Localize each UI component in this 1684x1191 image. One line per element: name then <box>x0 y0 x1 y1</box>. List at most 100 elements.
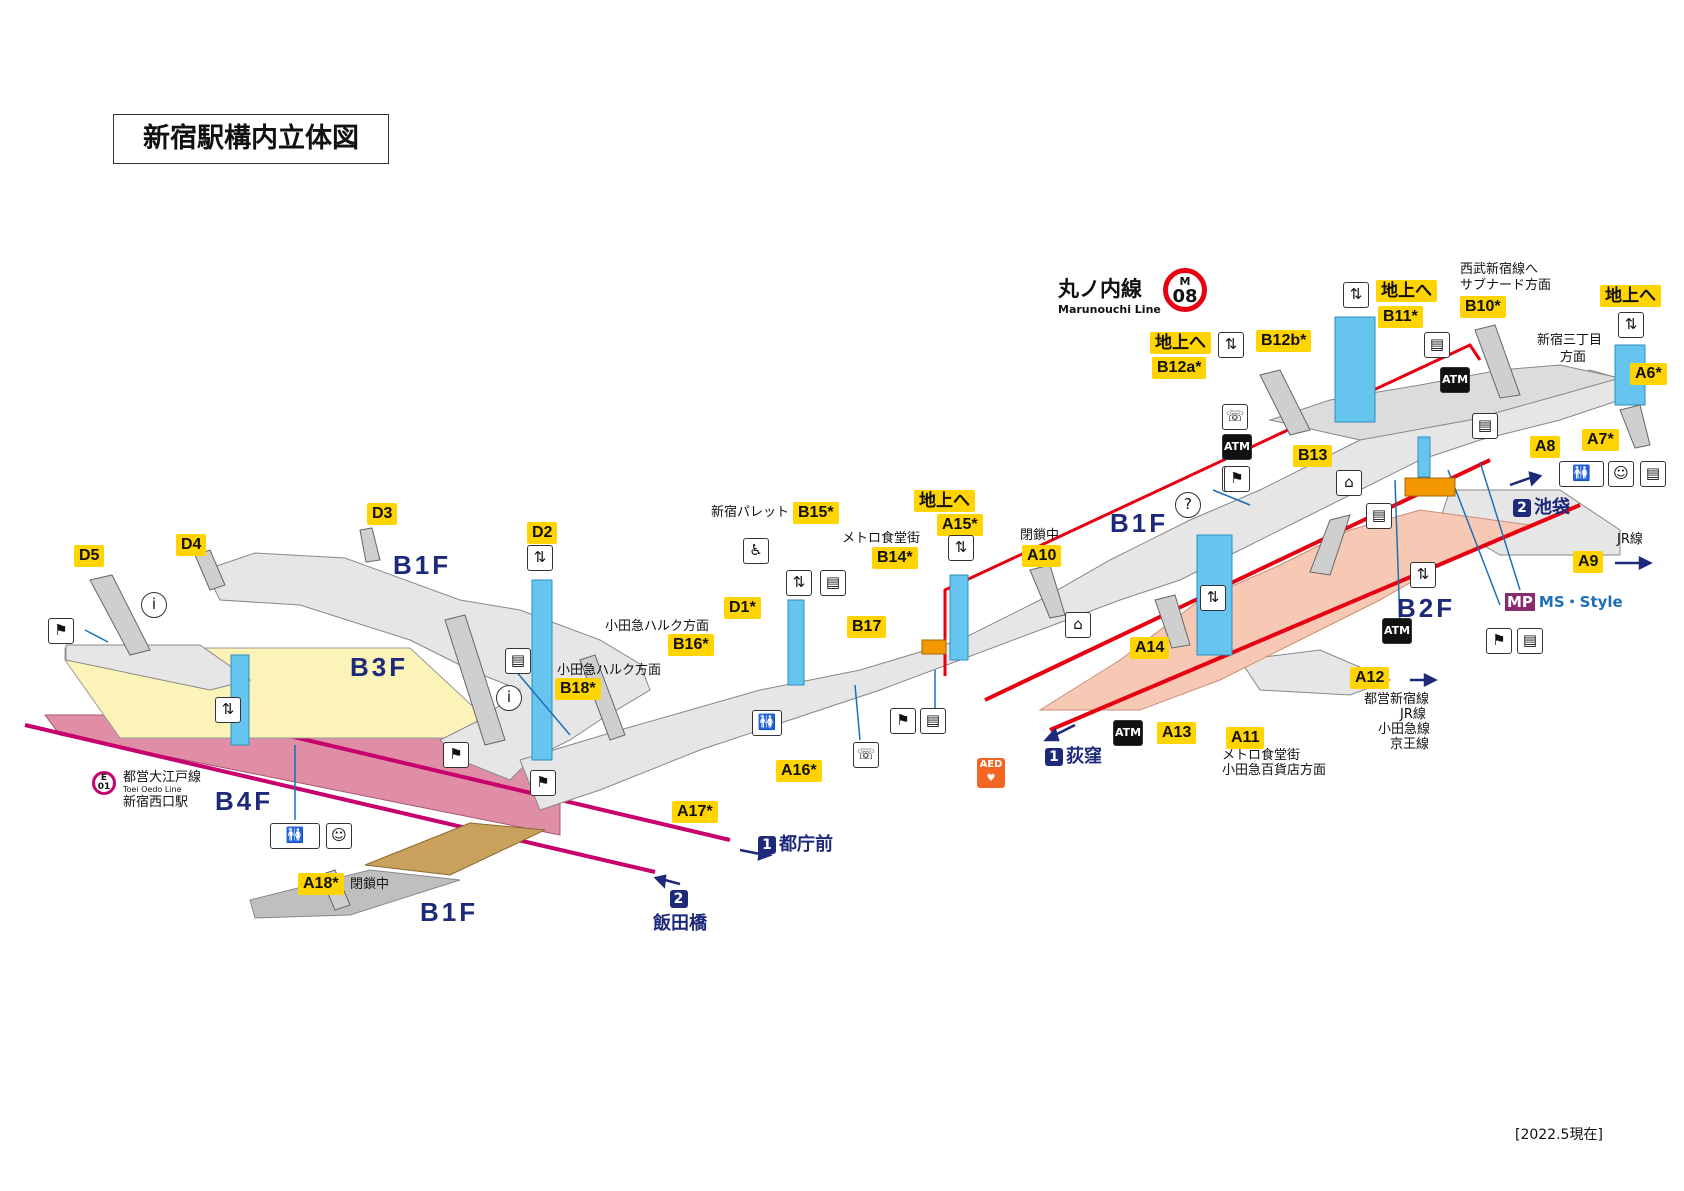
date-stamp: [2022.5現在] <box>1515 1127 1603 1143</box>
elevator-shafts <box>230 316 1646 761</box>
coin-locker-icon: ▤ <box>1424 332 1450 358</box>
station-office-icon: ⚑ <box>48 618 74 644</box>
label-lines-3: 小田急線 <box>1378 722 1431 737</box>
ticket-gate-block <box>1404 477 1456 497</box>
label-seibu-1: 西武新宿線へ <box>1460 262 1539 277</box>
elevator-icon: ⇅ <box>527 545 553 571</box>
shop-icon: ⌂ <box>1336 470 1362 496</box>
label-a11-2: 小田急百貨店方面 <box>1222 763 1327 778</box>
ticket-gate-block <box>921 639 947 655</box>
shop-icon: ⌂ <box>1065 612 1091 638</box>
info-icon: i <box>141 592 167 618</box>
toilet-icon: 🚻 <box>270 823 320 849</box>
elevator-icon: ⇅ <box>1200 585 1226 611</box>
elevator-icon: ⇅ <box>1410 562 1436 588</box>
elevator-icon: ⇅ <box>1618 312 1644 338</box>
oedo-station-name: 新宿西口駅 <box>123 795 189 810</box>
atm-icon: ATM <box>1382 618 1412 644</box>
exit-a17: A17* <box>672 801 718 823</box>
exit-d4: D4 <box>176 534 207 556</box>
exit-a18: A18* <box>298 873 344 895</box>
exit-b12a-ground: 地上へ <box>1150 332 1211 354</box>
exit-a15: A15* <box>937 514 983 536</box>
coin-locker-icon: ▤ <box>1472 413 1498 439</box>
ticket-machine-icon: ⚑ <box>1224 466 1250 492</box>
exit-a10: A10 <box>1022 545 1062 567</box>
label-a10-closed: 閉鎖中 <box>1020 528 1060 543</box>
exit-a15-ground: 地上へ <box>914 490 975 512</box>
exit-a8: A8 <box>1530 436 1561 458</box>
exit-b10: B10* <box>1460 296 1506 318</box>
exit-b11: B11* <box>1378 306 1423 328</box>
coin-locker-icon: ▤ <box>920 708 946 734</box>
label-jr-line: JR線 <box>1617 532 1643 547</box>
leader-lines <box>84 461 1581 820</box>
elevator-icon: ⇅ <box>1218 332 1244 358</box>
toilet-icon: 🚻 <box>752 710 782 736</box>
floor-b4f: B4F <box>215 786 274 816</box>
exit-a12: A12 <box>1350 667 1390 689</box>
exit-a6: A6* <box>1630 363 1667 385</box>
phone-icon: ☏ <box>853 742 879 768</box>
aed-icon: AED♥ <box>977 758 1005 788</box>
direction-arrows <box>653 471 1653 889</box>
coin-locker-icon: ▤ <box>1366 503 1392 529</box>
label-lines-1: 都営新宿線 <box>1364 692 1430 707</box>
elevator-icon: ⇅ <box>1343 282 1369 308</box>
marunouchi-station-number: M 08 <box>1163 268 1207 312</box>
label-a11-1: メトロ食堂街 <box>1222 748 1301 763</box>
label-a18-closed: 閉鎖中 <box>350 877 390 892</box>
ticket-machine-icon: ⚑ <box>890 708 916 734</box>
coin-locker-icon: ▤ <box>1517 628 1543 654</box>
label-metro-shokudo: メトロ食堂街 <box>842 531 921 546</box>
exit-b13: B13 <box>1293 445 1333 467</box>
marunouchi-line-name: 丸ノ内線 Marunouchi Line <box>1058 277 1161 316</box>
elevator-icon: ⇅ <box>948 535 974 561</box>
label-shinjuku-palette: 新宿パレット <box>711 505 790 520</box>
exit-d5: D5 <box>74 545 105 567</box>
atm-icon: ATM <box>1440 367 1470 393</box>
exit-b17: B17 <box>847 616 887 638</box>
question-icon: ? <box>1175 492 1201 518</box>
oedo-station-number: E 01 <box>92 771 116 795</box>
atm-icon: ATM <box>1113 720 1143 746</box>
exit-d1: D1* <box>724 597 761 619</box>
station-office-icon: ⚑ <box>443 742 469 768</box>
exit-b11-ground: 地上へ <box>1376 280 1437 302</box>
floor-b1f-right: B1F <box>1110 508 1169 538</box>
floor-b3f: B3F <box>350 652 409 682</box>
floor-b1f-bottom: B1F <box>420 897 479 927</box>
coin-locker-icon: ▤ <box>820 570 846 596</box>
elevator-icon: ⇅ <box>786 570 812 596</box>
label-odakyu-halc-2: 小田急ハルク方面 <box>557 663 662 678</box>
exit-a11: A11 <box>1226 727 1265 749</box>
baby-care-icon: ☺ <box>326 823 352 849</box>
wheelchair-icon: ♿ <box>743 538 769 564</box>
label-sanchome-2: 方面 <box>1560 350 1587 365</box>
exit-d3: D3 <box>367 503 398 525</box>
coin-locker-icon: ▤ <box>1640 461 1666 487</box>
label-sanchome-1: 新宿三丁目 <box>1537 333 1603 348</box>
toilet-icon: 🚻 <box>1559 461 1604 487</box>
exit-b15: B15* <box>793 502 839 524</box>
exit-b12b: B12b* <box>1256 330 1312 352</box>
exit-a7: A7* <box>1582 429 1619 451</box>
exit-a14: A14 <box>1130 637 1170 659</box>
exit-a13: A13 <box>1157 722 1197 744</box>
direction-iidabashi: 2 飯田橋 <box>653 890 707 934</box>
b1f-bottom-walk <box>249 869 461 919</box>
label-seibu-2: サブナード方面 <box>1460 278 1552 293</box>
b1f-left-walk <box>65 644 252 691</box>
elevator-icon: ⇅ <box>215 697 241 723</box>
exit-d2: D2 <box>527 522 558 544</box>
exit-a9: A9 <box>1573 551 1604 573</box>
oedo-line-name: 都営大江戸線 <box>123 770 202 785</box>
b1f-bottom-block <box>364 822 547 876</box>
info-icon: i <box>496 685 522 711</box>
label-lines-4: 京王線 <box>1390 737 1430 752</box>
exit-b18: B18* <box>555 678 601 700</box>
exit-b14: B14* <box>872 547 918 569</box>
